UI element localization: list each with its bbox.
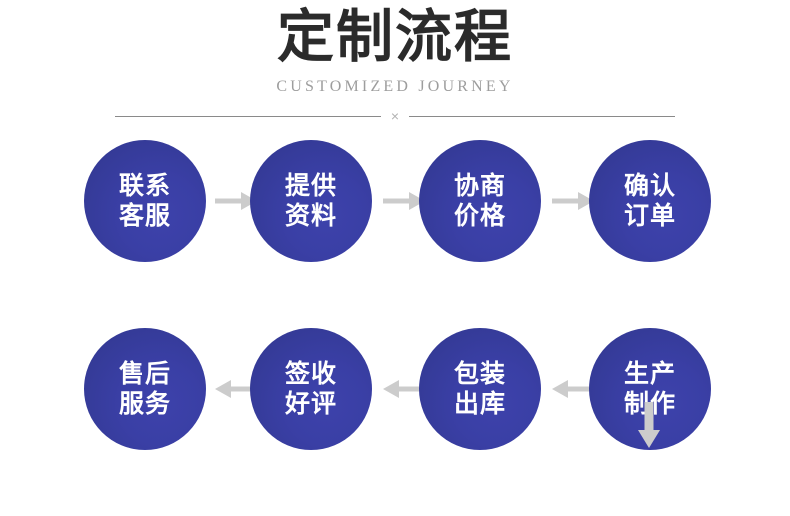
arrow-down-icon	[634, 402, 664, 448]
flow-node-label-line2: 服务	[118, 390, 171, 418]
arrow-right-icon	[552, 190, 594, 212]
flow-node-after-sales-service[interactable]: 售后 服务	[84, 328, 206, 450]
flow-node-contact-support[interactable]: 联系 客服	[84, 140, 206, 262]
flow-node-production[interactable]: 生产 制作	[589, 328, 711, 450]
flow-node-label-line1: 提供	[284, 171, 337, 200]
flow-node-label-line2: 资料	[284, 202, 337, 230]
flow-node-package-and-ship[interactable]: 包装 出库	[419, 328, 541, 450]
flow-node-label-line1: 签收	[284, 359, 337, 388]
divider-cross-icon: ×	[390, 108, 400, 124]
divider-line-right	[409, 115, 675, 117]
flow-node-label-line1: 协商	[453, 171, 506, 200]
flow-node-label-line2: 订单	[623, 202, 676, 230]
flow-node-label-line1: 售后	[118, 359, 171, 388]
page-title: 定制流程	[277, 5, 513, 69]
flow-node-label-line1: 生产	[623, 359, 676, 388]
page-header: 定制流程 CUSTOMIZED JOURNEY	[0, 0, 790, 96]
flow-node-negotiate-price[interactable]: 协商 价格	[419, 140, 541, 262]
arrow-right-icon	[215, 190, 257, 212]
flow-node-label-line2: 价格	[453, 202, 506, 230]
flow-node-label-line2: 客服	[118, 202, 171, 230]
arrow-right-icon	[383, 190, 425, 212]
flow-node-provide-materials[interactable]: 提供 资料	[250, 140, 372, 262]
flow-node-confirm-order[interactable]: 确认 订单	[589, 140, 711, 262]
flow-node-label-line2: 出库	[453, 390, 506, 418]
page-subtitle: CUSTOMIZED JOURNEY	[276, 77, 514, 95]
flow-node-label-line1: 确认	[623, 171, 676, 200]
header-divider: ×	[115, 109, 675, 123]
flow-row-2: 售后 服务 签收 好评 包装 出库 生产 制作	[0, 328, 790, 450]
flow-node-label-line2: 好评	[284, 390, 337, 418]
flow-node-label-line1: 联系	[118, 171, 171, 200]
flow-node-label-line1: 包装	[453, 359, 506, 388]
arrow-left-icon	[215, 378, 257, 400]
flow-row-1: 联系 客服 提供 资料 协商 价格 确认 订单	[0, 140, 790, 262]
arrow-left-icon	[383, 378, 425, 400]
divider-line-left	[115, 115, 381, 117]
flow-node-sign-and-review[interactable]: 签收 好评	[250, 328, 372, 450]
customized-journey-flow: 联系 客服 提供 资料 协商 价格 确认 订单	[0, 140, 790, 516]
arrow-left-icon	[552, 378, 594, 400]
